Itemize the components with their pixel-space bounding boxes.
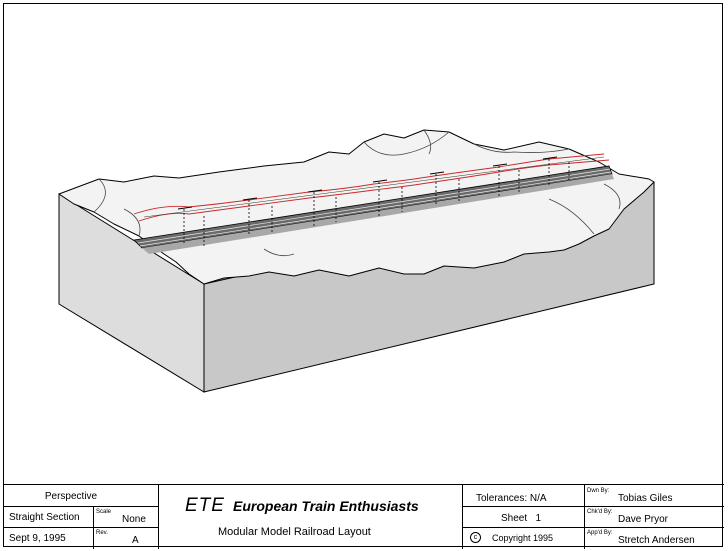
rev-caption: Rev.: [96, 530, 108, 536]
ballast-shoulder: [142, 174, 614, 254]
drawing-sheet: Perspective Straight Section Scale None …: [3, 3, 724, 549]
view-label: Perspective: [44, 491, 98, 502]
terrain-contour: [473, 143, 570, 153]
scale-caption: Scale: [96, 509, 112, 515]
org-abbr: ETE: [185, 495, 225, 516]
tolerances-label: Tolerances: N/A: [476, 493, 547, 504]
copyright-label: Copyright 1995: [492, 533, 554, 543]
terrain-contour: [548, 198, 595, 235]
catenary-crossarms: [177, 156, 558, 210]
module-perspective-drawing: [58, 129, 655, 393]
org-name: European Train Enthusiasts: [233, 498, 419, 514]
catenary-messenger: [143, 156, 605, 218]
checked-by-name: Dave Pryor: [618, 514, 669, 525]
drawn-by-name: Tobias Giles: [618, 493, 673, 504]
drawing-subtitle: Modular Model Railroad Layout: [218, 526, 371, 538]
catenary-wire: [133, 153, 605, 215]
terrain-contour: [93, 178, 106, 213]
title-block: Perspective Straight Section Scale None …: [4, 484, 724, 549]
drawing-area: [4, 4, 724, 484]
scale-value: None: [122, 514, 146, 525]
terrain-contour: [423, 129, 432, 155]
catenary-masts: [183, 159, 570, 246]
base-side-face: [58, 193, 205, 393]
checked-by-caption: Chk'd By:: [587, 509, 613, 515]
drawn-by-caption: Dwn By:: [587, 488, 610, 494]
rail: [137, 168, 611, 244]
terrain-contour: [363, 131, 450, 156]
terrain-contour: [123, 208, 141, 237]
section-label: Straight Section: [9, 512, 80, 523]
copyright-symbol: c: [470, 532, 481, 543]
terrain-contour: [603, 183, 621, 210]
terrain-contour: [263, 248, 295, 257]
sheet-number: Sheet 1: [501, 513, 542, 524]
approved-by-caption: App'd By:: [587, 530, 613, 536]
date-label: Sept 9, 1995: [9, 533, 66, 544]
organization-name: European Train Enthusiasts: [233, 499, 419, 514]
rev-value: A: [132, 535, 139, 546]
catenary-wire: [138, 159, 610, 222]
rail: [139, 171, 612, 247]
organization-abbr: ETE: [185, 496, 225, 515]
approved-by-name: Stretch Andersen: [618, 535, 695, 546]
